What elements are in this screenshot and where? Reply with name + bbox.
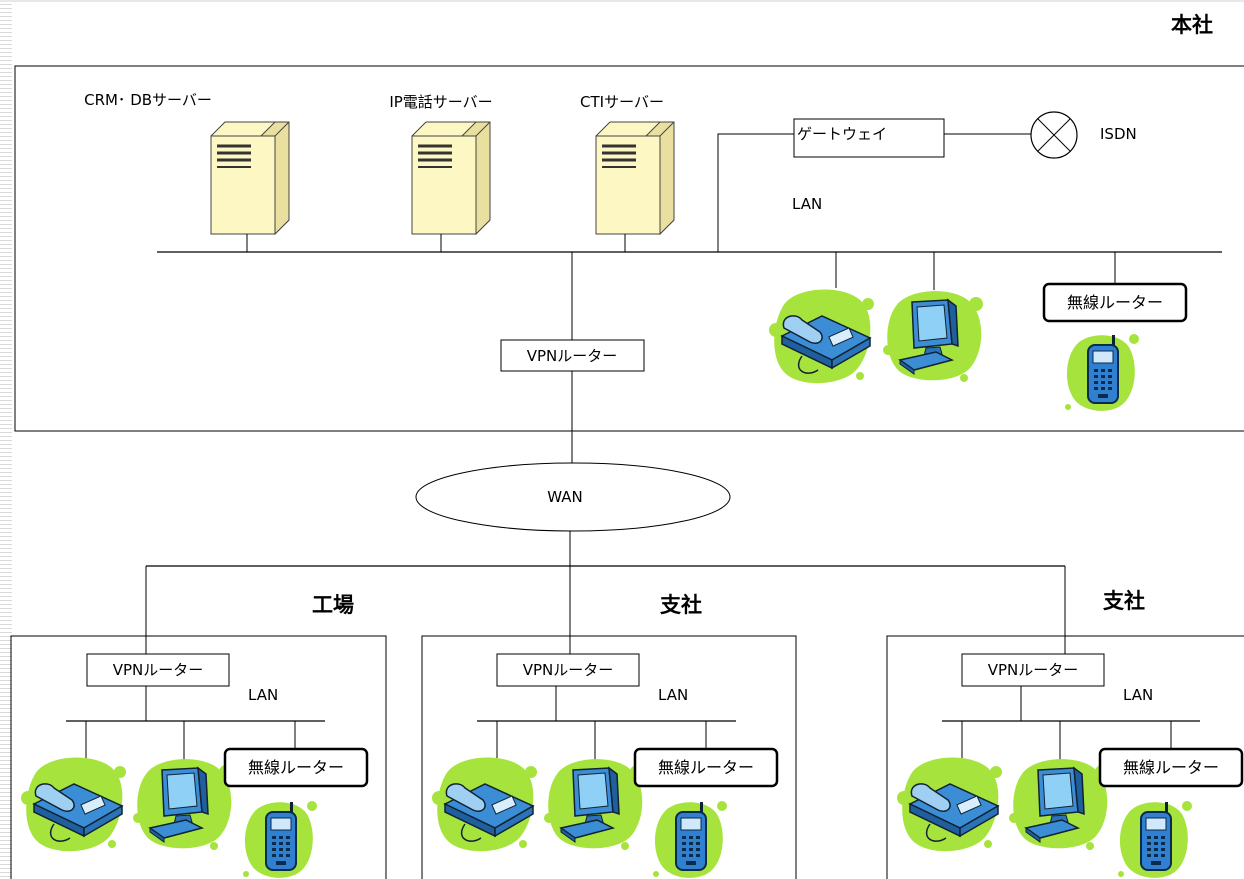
pc-icon xyxy=(1008,758,1110,851)
isdn-icon xyxy=(1030,111,1078,159)
server-crm-label: CRM･ DBサーバー xyxy=(84,91,212,109)
factory-boundary xyxy=(10,635,387,879)
branch2-title: 支社 xyxy=(1103,589,1145,613)
hq-lan-label: LAN xyxy=(792,195,822,213)
branch2-wireless-router-box xyxy=(1098,747,1244,788)
server-icon xyxy=(594,120,676,236)
branch2-boundary xyxy=(886,635,1244,879)
factory-wireless-router-box xyxy=(223,747,369,788)
branch1-wireless-router-label: 無線ルーター xyxy=(658,758,754,777)
gateway-box xyxy=(793,118,945,158)
pc-icon xyxy=(882,290,984,383)
wan-cloud xyxy=(415,462,731,532)
hq-wireless-router-box xyxy=(1042,282,1188,323)
ip-phone-icon xyxy=(20,756,127,852)
ip-phone-icon xyxy=(768,288,875,384)
server-icon xyxy=(209,120,291,236)
factory-title: 工場 xyxy=(312,593,354,617)
branch1-title: 支社 xyxy=(660,593,702,617)
hq-vpn-router-label: VPNルーター xyxy=(527,347,618,365)
branch1-lan-label: LAN xyxy=(658,686,688,704)
server-cti-label: CTIサーバー xyxy=(580,93,664,111)
isdn-label: ISDN xyxy=(1100,125,1137,143)
branch2-wireless-router-label: 無線ルーター xyxy=(1123,758,1219,777)
mobile-phone-icon xyxy=(1117,800,1193,879)
pc-icon xyxy=(543,758,645,851)
slide-edge-decoration xyxy=(0,0,12,879)
branch2-vpn-router-label: VPNルーター xyxy=(988,661,1079,679)
branch1-wireless-router-box xyxy=(633,747,779,788)
wan-label: WAN xyxy=(547,488,583,506)
branch1-site: 支社 VPNルーター LAN 無線ルーター xyxy=(421,593,797,879)
branch2-site: 支社 VPNルーター LAN 無線ルーター xyxy=(886,589,1244,879)
hq-wireless-router-label: 無線ルーター xyxy=(1067,293,1163,312)
server-ip-label: IP電話サーバー xyxy=(389,93,492,111)
branch1-vpn-router-box xyxy=(496,653,640,687)
slide-top-border xyxy=(0,0,1244,2)
hq-boundary xyxy=(14,65,1244,432)
ip-phone-icon xyxy=(431,756,538,852)
mobile-phone-icon xyxy=(652,800,728,879)
server-icon xyxy=(410,120,492,236)
factory-vpn-router-label: VPNルーター xyxy=(113,661,204,679)
hq-title: 本社 xyxy=(1171,13,1213,37)
mobile-phone-icon xyxy=(1064,333,1140,412)
branch2-vpn-router-box xyxy=(961,653,1105,687)
factory-vpn-router-box xyxy=(86,653,230,687)
factory-site: 工場 VPNルーター LAN 無線ルーター xyxy=(10,593,387,879)
pc-icon xyxy=(132,758,234,851)
link-line xyxy=(717,133,794,252)
hq-site: 本社 CRM･ DBサーバー IP電話サーバー CTIサーバー ゲートウェイ I… xyxy=(14,13,1244,466)
ip-phone-icon xyxy=(896,756,1003,852)
factory-lan-label: LAN xyxy=(248,686,278,704)
gateway-label: ゲートウェイ xyxy=(797,125,887,143)
branch2-lan-label: LAN xyxy=(1123,686,1153,704)
mobile-phone-icon xyxy=(242,800,318,879)
branch1-boundary xyxy=(421,635,797,879)
factory-wireless-router-label: 無線ルーター xyxy=(248,758,344,777)
branch1-vpn-router-label: VPNルーター xyxy=(523,661,614,679)
hq-vpn-router-box xyxy=(500,339,645,372)
